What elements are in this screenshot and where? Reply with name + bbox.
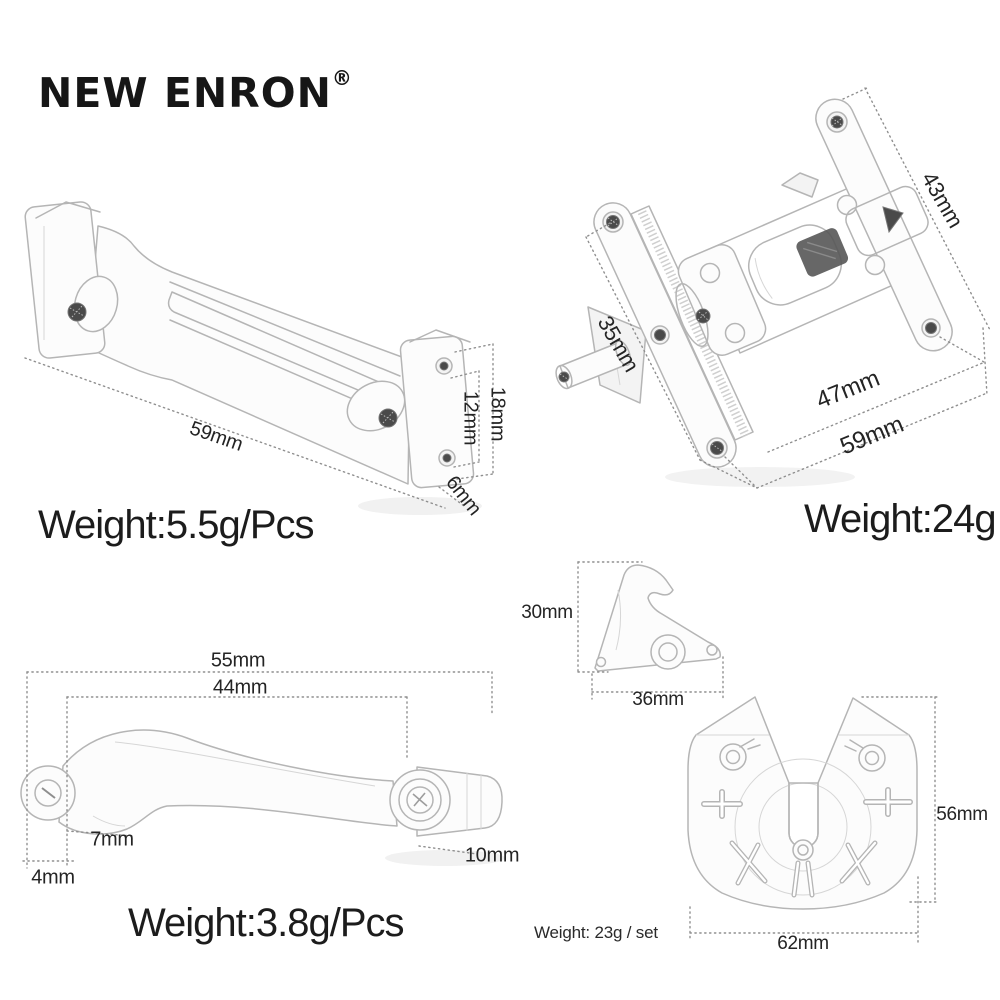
link-inner-dim: 44mm [212, 676, 268, 699]
servo-mount-drawing [555, 87, 991, 489]
brand-logo: NEW ENRON® [38, 66, 352, 117]
brand-name: NEW ENRON [38, 69, 332, 117]
plate-height-dim: 56mm [936, 804, 988, 825]
steering-brace-drawing [24, 201, 494, 515]
brace-weight-label: Weight:5.5g/Pcs [38, 503, 315, 547]
drag-link-drawing [20, 671, 505, 869]
brace-hole-spacing-dim: 12mm [459, 390, 482, 446]
motor-plate-drawing [687, 696, 939, 946]
servo-mount-weight-label: Weight:24g [804, 497, 997, 541]
link-barrel-dim: 10mm [464, 844, 520, 867]
link-foot-dim: 7mm [90, 828, 134, 851]
link-end-dim: 4mm [31, 866, 75, 889]
link-weight-label: Weight:3.8g/Pcs [128, 901, 405, 945]
hook-height-dim: 30mm [521, 602, 573, 623]
brace-height-dim: 18mm [486, 386, 509, 442]
registered-trademark-icon: ® [331, 66, 352, 90]
plate-width-dim: 62mm [777, 933, 829, 954]
plate-weight-label: Weight: 23g / set [534, 923, 658, 942]
hook-width-dim: 36mm [632, 689, 684, 710]
link-overall-dim: 55mm [210, 649, 266, 672]
hook-bracket-drawing [577, 561, 724, 700]
